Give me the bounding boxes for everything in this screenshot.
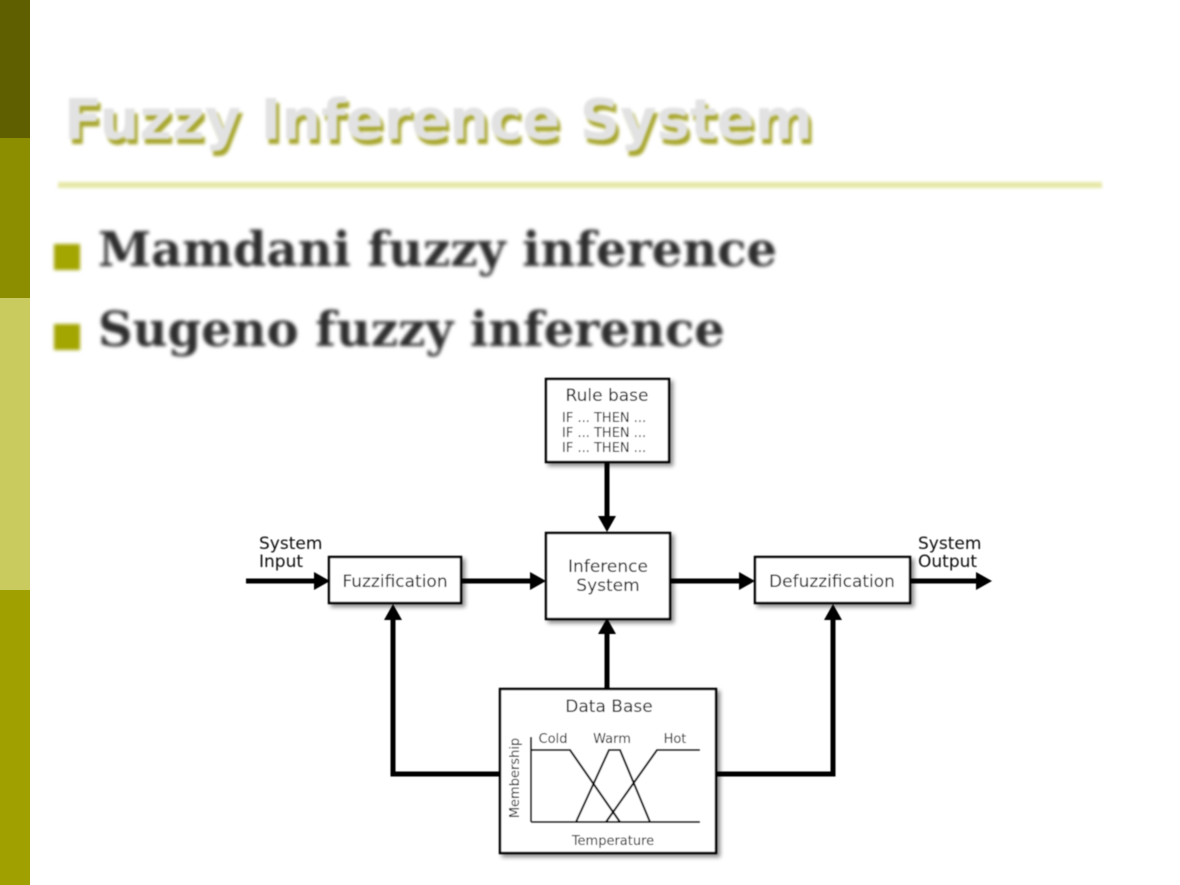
side-bar-segment-dark	[0, 0, 30, 138]
defuzzification-label: Defuzzification	[769, 572, 895, 592]
rule-base-block: Rule base IF ... THEN ... IF ... THEN ..…	[544, 377, 671, 464]
set-label-cold: Cold	[539, 732, 568, 747]
inference-label-line: System	[576, 576, 639, 596]
membership-curve-hot	[605, 749, 700, 823]
set-label-hot: Hot	[664, 732, 687, 747]
database-to-fuzzification-line	[390, 618, 500, 777]
rule-base-box	[544, 377, 671, 464]
system-input-label: System Input	[259, 534, 322, 572]
rule-line: IF ... THEN ...	[562, 426, 646, 441]
data-base-title: Data Base	[565, 697, 652, 717]
rule-base-title: Rule base	[566, 386, 649, 406]
side-bar-segment-pale	[0, 298, 30, 590]
system-output-line: System	[918, 534, 981, 554]
defuzzification-block: Defuzzification	[753, 555, 912, 605]
inference-block: Inference System	[544, 531, 672, 621]
system-input-line: System	[259, 534, 322, 554]
arrow-head-icon	[384, 604, 402, 620]
database-to-defuzzification-line	[717, 618, 836, 777]
temperature-axis-label: Temperature	[571, 834, 654, 849]
arrow-head-icon	[598, 516, 616, 532]
connector-lines	[246, 463, 980, 777]
membership-curve-warm	[575, 749, 651, 823]
arrow-heads	[314, 516, 992, 634]
inference-label-line: Inference	[568, 557, 648, 577]
data-base-box	[498, 687, 718, 855]
side-bar-segment-olive	[0, 138, 30, 298]
side-bar-segment-mid	[0, 590, 30, 885]
title-divider	[58, 182, 1102, 188]
defuzzification-box	[753, 555, 912, 605]
membership-axis-label: Membership	[508, 738, 523, 818]
membership-plot	[530, 737, 700, 823]
fuzzification-box	[327, 555, 463, 605]
arrow-head-icon	[314, 572, 330, 590]
rule-line: IF ... THEN ...	[562, 411, 646, 426]
square-bullet-icon	[54, 324, 80, 350]
system-output-line: Output	[918, 552, 977, 572]
arrow-head-icon	[598, 618, 616, 634]
arrow-head-icon	[976, 572, 992, 590]
membership-curve-cold	[531, 749, 621, 823]
data-base-block: Data Base Membership Cold Warm Hot Tempe…	[498, 687, 718, 855]
bullet-text: Mamdani fuzzy inference	[98, 222, 778, 278]
side-accent-bar	[0, 0, 30, 885]
inference-box	[544, 531, 672, 621]
arrow-head-icon	[739, 572, 755, 590]
set-label-warm: Warm	[593, 732, 631, 747]
system-output-label: System Output	[918, 534, 981, 572]
fuzzification-label: Fuzzification	[342, 572, 447, 592]
fuzzification-block: Fuzzification	[327, 555, 463, 605]
arrow-head-icon	[824, 604, 842, 620]
arrow-head-icon	[530, 572, 546, 590]
square-bullet-icon	[54, 244, 80, 270]
rule-line: IF ... THEN ...	[562, 441, 646, 456]
system-input-line: Input	[259, 552, 303, 572]
slide-title: Fuzzy Inference System	[64, 88, 813, 153]
bullet-text: Sugeno fuzzy inference	[98, 302, 725, 358]
